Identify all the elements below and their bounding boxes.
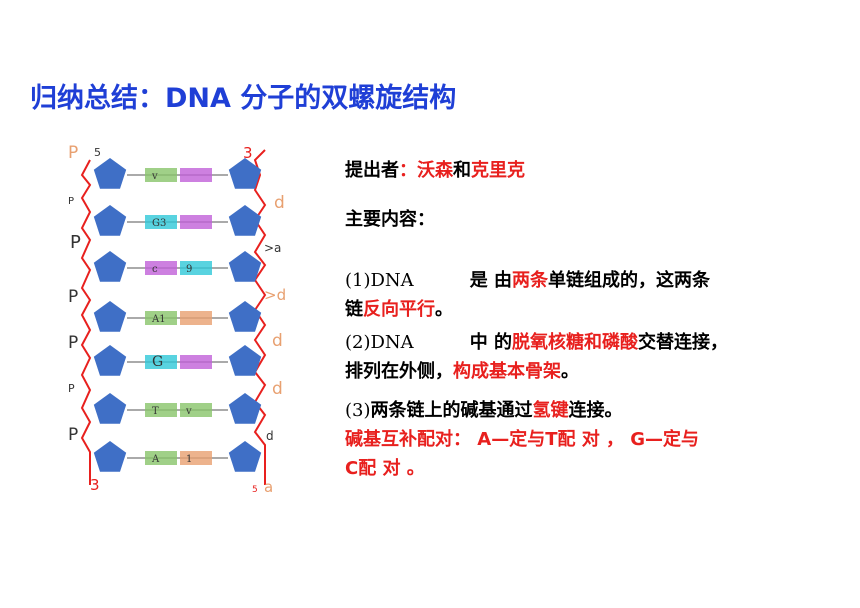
sugar-pentagon-right-3 [228,251,262,282]
point-1-num: (1)DNA [345,270,414,291]
point-2-text-4: 。 [561,361,579,382]
base-right-7 [180,451,212,465]
base-label-7-1: A [151,454,160,465]
sugar-pentagon-right-5 [228,345,262,376]
point-1-highlight-1: 两条 [511,270,548,291]
point-3-text-1: 两条链上的碱基通过 [370,400,533,421]
base-label-2-1: G3 [152,218,166,229]
main-content-label: 主要内容： [345,209,435,230]
base-left-7 [145,451,177,465]
label-d-5: d [266,429,274,443]
point-2-gap: 中 [469,332,488,353]
label-5-top: 5 [94,146,101,159]
base-left-1 [145,168,177,182]
proposer-and: 和 [453,160,471,181]
sugar-pentagon-right-2 [228,205,262,236]
point-3-highlight: 氢键 [532,400,569,421]
label-d-4: d [272,379,283,399]
label-a-1: >a [264,241,281,255]
base-label-3-1: c [152,264,158,275]
point-1-gap: 是 [469,270,488,291]
sugar-pentagon-left-5 [93,345,127,376]
point-2-text-3: 排列在外侧， [345,361,453,382]
point-1-text-4: 。 [435,299,453,320]
label-d-3: d [272,331,283,351]
label-p-4: P [68,287,78,307]
sugar-pentagon-left-6 [93,393,127,424]
point-1-text-1: 由 [487,270,512,291]
base-right-4 [180,311,212,325]
page-title: 归纳总结：DNA 分子的双螺旋结构 [30,83,457,114]
point-2-num: (2)DNA [345,332,414,353]
label-a-bottom: a [264,478,273,496]
point-2-highlight-2: 构成基本骨架 [453,361,561,382]
point-1: (1)DNA 是 由两条单链组成的，这两条 链反向平行。 [345,266,815,324]
point-2-text-2: 交替连接， [637,332,728,353]
label-5-bottom: 5 [252,485,258,495]
proposer-name-2: 克里克 [471,160,525,181]
base-label-1-1: v [151,171,158,182]
proposer-line: 提出者：沃森和克里克 [345,156,525,182]
label-3-bottom: 3 [90,476,100,494]
sugar-pentagon-right-6 [228,393,262,424]
sugar-pentagon-left-7 [93,441,127,472]
sugar-pentagon-left-4 [93,301,127,332]
proposer-name-1: 沃森 [417,160,453,181]
point-1-text-3: 链 [345,299,363,320]
label-3-top: 3 [243,144,253,162]
base-left-5 [145,355,177,369]
base-right-3 [180,261,212,275]
point-3-num: (3) [345,400,371,421]
label-p-5: P [68,333,78,353]
sugar-pentagon-right-7 [228,441,262,472]
proposer-label: 提出者 [345,160,399,181]
base-right-2 [180,215,212,229]
base-left-3 [145,261,177,275]
base-right-5 [180,355,212,369]
base-label-4-1: A1 [151,314,166,325]
point-3-text-2: 连接。 [568,400,623,421]
base-label-7-2: 1 [186,454,192,465]
base-left-4 [145,311,177,325]
point-2: (2)DNA 中 的脱氧核糖和磷酸交替连接， 排列在外侧，构成基本骨架。 [345,328,815,386]
sugar-pentagon-left-2 [93,205,127,236]
label-d-2: >d [264,286,286,304]
label-p-top: P [68,143,78,163]
label-p-3: P [70,232,81,253]
label-p-2: P [68,196,74,207]
point-1-text-2: 单链组成的，这两条 [547,270,710,291]
sugar-pentagon-right-1 [228,158,262,189]
base-pairing: 碱基互补配对： A—定与T配 对 ， G—定与 C配 对 。 [345,425,815,483]
point-2-text-1: 的 [487,332,512,353]
base-label-6-1: T [152,406,159,417]
label-p-7: P [68,425,78,445]
sugar-pentagon-right-4 [228,301,262,332]
base-label-3-2: 9 [186,264,192,275]
base-pairing-line-2: C配 对 。 [345,458,425,479]
base-label-5-1: G [152,354,163,370]
base-pairing-line-1: 碱基互补配对： A—定与T配 对 ， G—定与 [345,429,700,450]
base-label-6-2: v [185,406,192,417]
sugar-pentagon-left-3 [93,251,127,282]
base-left-2 [145,215,177,229]
sugar-pentagon-left-1 [93,158,127,189]
label-p-6: P [68,382,75,395]
point-2-highlight-1: 脱氧核糖和磷酸 [511,332,638,353]
point-3: (3)两条链上的碱基通过氢键连接。 [345,396,815,425]
base-right-1 [180,168,212,182]
base-left-6 [145,403,177,417]
point-1-highlight-2: 反向平行 [363,299,435,320]
proposer-colon: ： [399,160,417,181]
label-d-1: d [274,193,285,213]
base-right-6 [180,403,212,417]
